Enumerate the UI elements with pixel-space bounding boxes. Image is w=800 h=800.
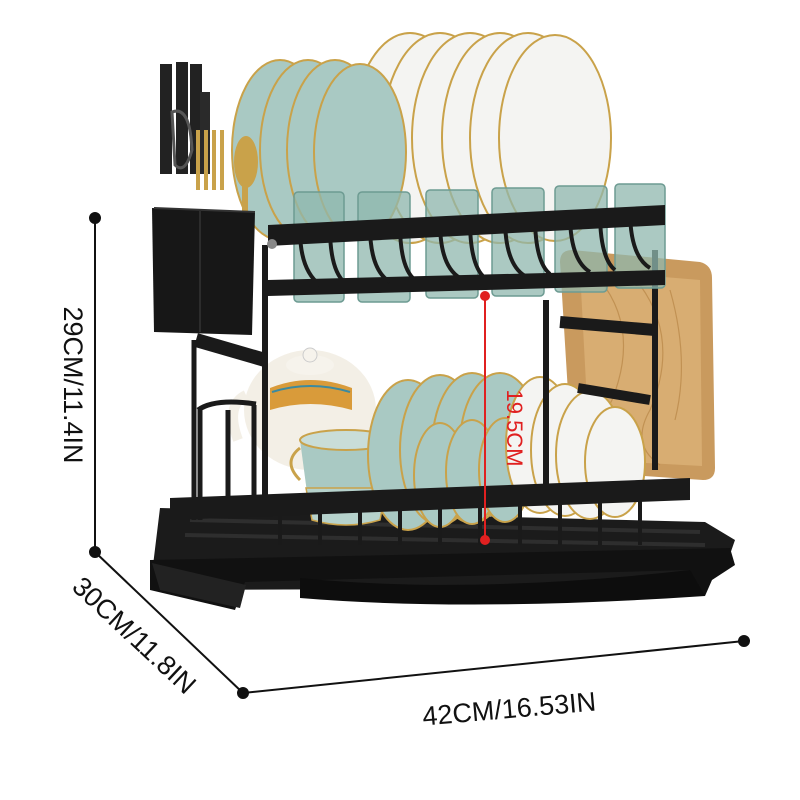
tier-gap-measure: [480, 291, 490, 545]
dimension-lines: [89, 212, 750, 699]
spoon-icon: [234, 136, 258, 222]
knife-icon: [160, 64, 172, 174]
upper-rack: [268, 205, 665, 296]
drip-tray: [150, 508, 735, 610]
width-label: 42CM/16.53IN: [421, 687, 597, 732]
tier-gap-label: 19.5CM: [502, 389, 527, 466]
height-label: 29CM/11.4IN: [58, 306, 88, 463]
fork-icon: [196, 130, 224, 190]
cutlery-holder: [152, 62, 277, 335]
